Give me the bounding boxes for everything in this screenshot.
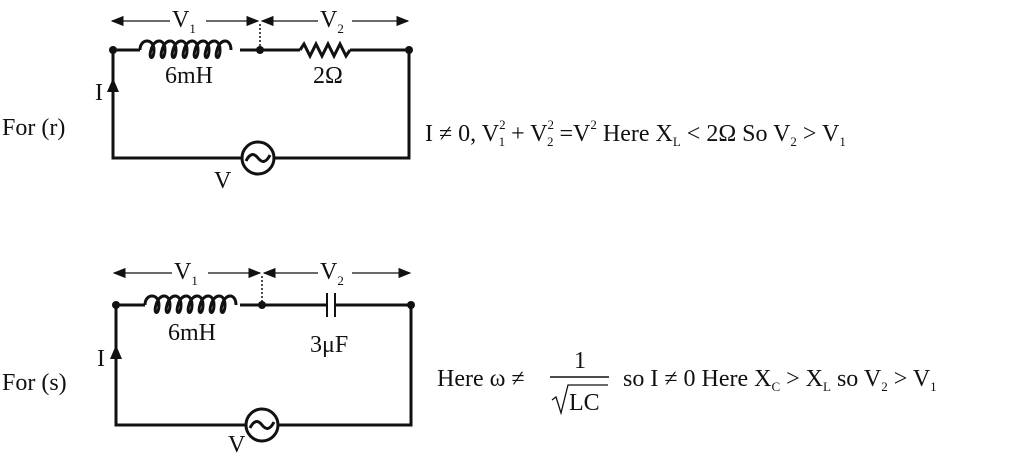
- current-label: I: [95, 80, 103, 106]
- node-dot: [112, 301, 120, 309]
- part-r-label: For (r): [2, 115, 65, 141]
- wires: [111, 48, 411, 160]
- v2-label: V2: [320, 7, 344, 36]
- part-s-label: For (s): [2, 370, 67, 396]
- node-dot: [258, 301, 266, 309]
- ac-source-icon: [240, 140, 276, 176]
- node-dot: [407, 301, 415, 309]
- inductor-value: 6mH: [165, 63, 213, 89]
- node-dot: [256, 46, 264, 54]
- node-dot: [109, 46, 117, 54]
- source-label: V: [228, 432, 246, 458]
- inductor-icon: [138, 39, 233, 59]
- inductor-value: 6mH: [168, 320, 216, 346]
- source-label: V: [214, 168, 232, 194]
- current-arrow-icon: [110, 345, 122, 359]
- circuit-s: For (s) V1 V2 6mH 3μF I V Here ω ≠ 1: [2, 259, 937, 458]
- eq-s-rest: so I ≠ 0 Here XC > XL so V2 > V1: [623, 366, 937, 394]
- v1-label: V1: [174, 259, 198, 288]
- current-arrow-icon: [107, 78, 119, 92]
- current-label: I: [97, 346, 105, 372]
- ac-source-icon: [244, 407, 280, 443]
- eq-s-prefix: Here ω ≠: [437, 366, 525, 392]
- v2-label: V2: [320, 259, 344, 288]
- fraction-numerator: 1: [574, 348, 586, 374]
- v1-label: V1: [172, 7, 196, 36]
- resistor-icon: [298, 40, 352, 60]
- node-dot: [405, 46, 413, 54]
- inductor-icon: [143, 294, 238, 314]
- capacitor-icon: [326, 293, 336, 317]
- sqrt-icon: [551, 384, 608, 416]
- resistor-value: 2Ω: [313, 63, 343, 89]
- fraction-denominator: LC: [569, 390, 600, 416]
- wires: [114, 303, 413, 427]
- capacitor-value: 3μF: [310, 332, 348, 358]
- equation-s: Here ω ≠ 1 LC so I ≠ 0 Here XC > XL so V…: [437, 348, 937, 416]
